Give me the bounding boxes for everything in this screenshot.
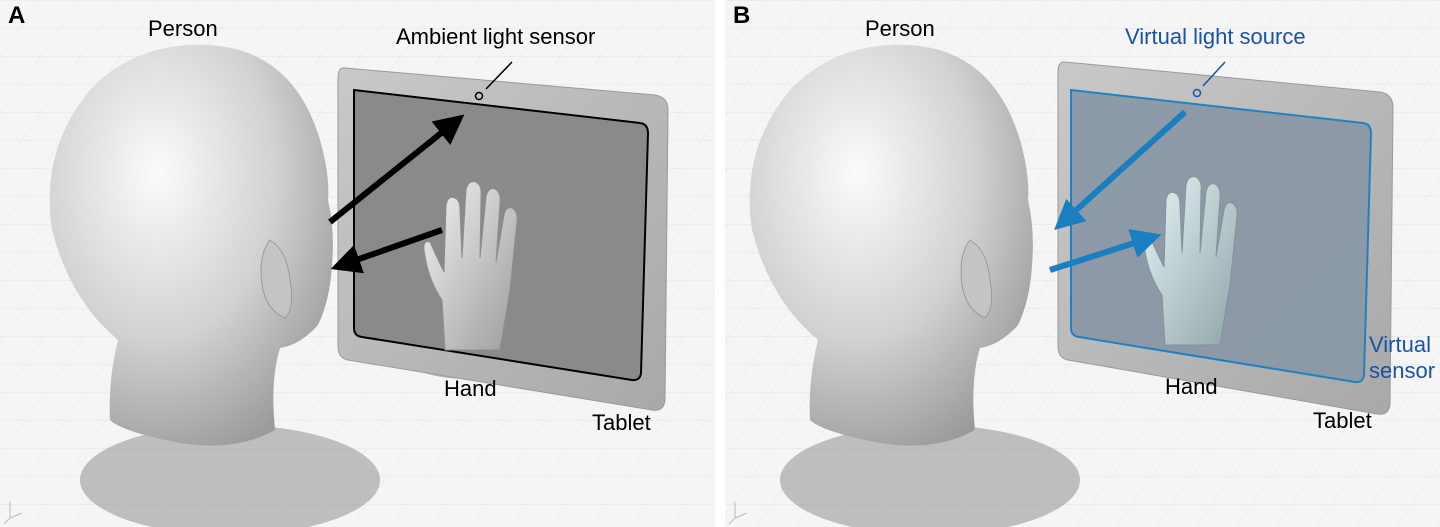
hand-label: Hand — [444, 376, 497, 401]
arrow-to-hand — [1049, 229, 1162, 273]
arrow-to-sensor — [328, 114, 465, 225]
arrow-icon — [1049, 109, 1188, 273]
panel-b-illustration — [725, 0, 1440, 527]
arrow-icon — [328, 114, 465, 274]
head-icon — [49, 44, 333, 446]
axis-icon — [728, 502, 748, 525]
head-shadow — [80, 425, 380, 527]
panel-a-illustration — [0, 0, 715, 527]
hand-label: Hand — [1165, 374, 1218, 399]
virtual-source-label: Virtual light source — [1125, 24, 1306, 49]
panel-letter: A — [8, 2, 26, 29]
arrow-to-face — [330, 227, 443, 274]
arrow-to-face — [1054, 109, 1188, 231]
hand-icon — [423, 181, 518, 351]
panel-letter: B — [733, 2, 751, 29]
virtual-source-dot — [1192, 88, 1202, 98]
person-label: Person — [865, 16, 935, 41]
panel-b: B Person Virtual light source Hand Table… — [725, 0, 1440, 527]
ambient-sensor-label: Ambient light sensor — [396, 24, 596, 49]
axis-icon — [3, 502, 23, 525]
head-shadow — [780, 425, 1080, 527]
tablet-label: Tablet — [1313, 408, 1372, 433]
person-label: Person — [148, 16, 218, 41]
ear-icon — [260, 239, 293, 319]
sensor-leader-line — [485, 61, 513, 90]
ambient-sensor-dot — [474, 91, 484, 101]
tablet-label: Tablet — [592, 410, 651, 435]
panel-divider — [715, 0, 725, 527]
source-leader-line — [1202, 61, 1226, 87]
virtual-sensor-label-line1: Virtual — [1369, 332, 1431, 357]
head-icon — [749, 44, 1033, 446]
ear-icon — [960, 239, 993, 319]
panel-a: A Person Ambient light sensor Hand Table… — [0, 0, 715, 527]
virtual-sensor-label-line2: sensor — [1369, 358, 1436, 383]
